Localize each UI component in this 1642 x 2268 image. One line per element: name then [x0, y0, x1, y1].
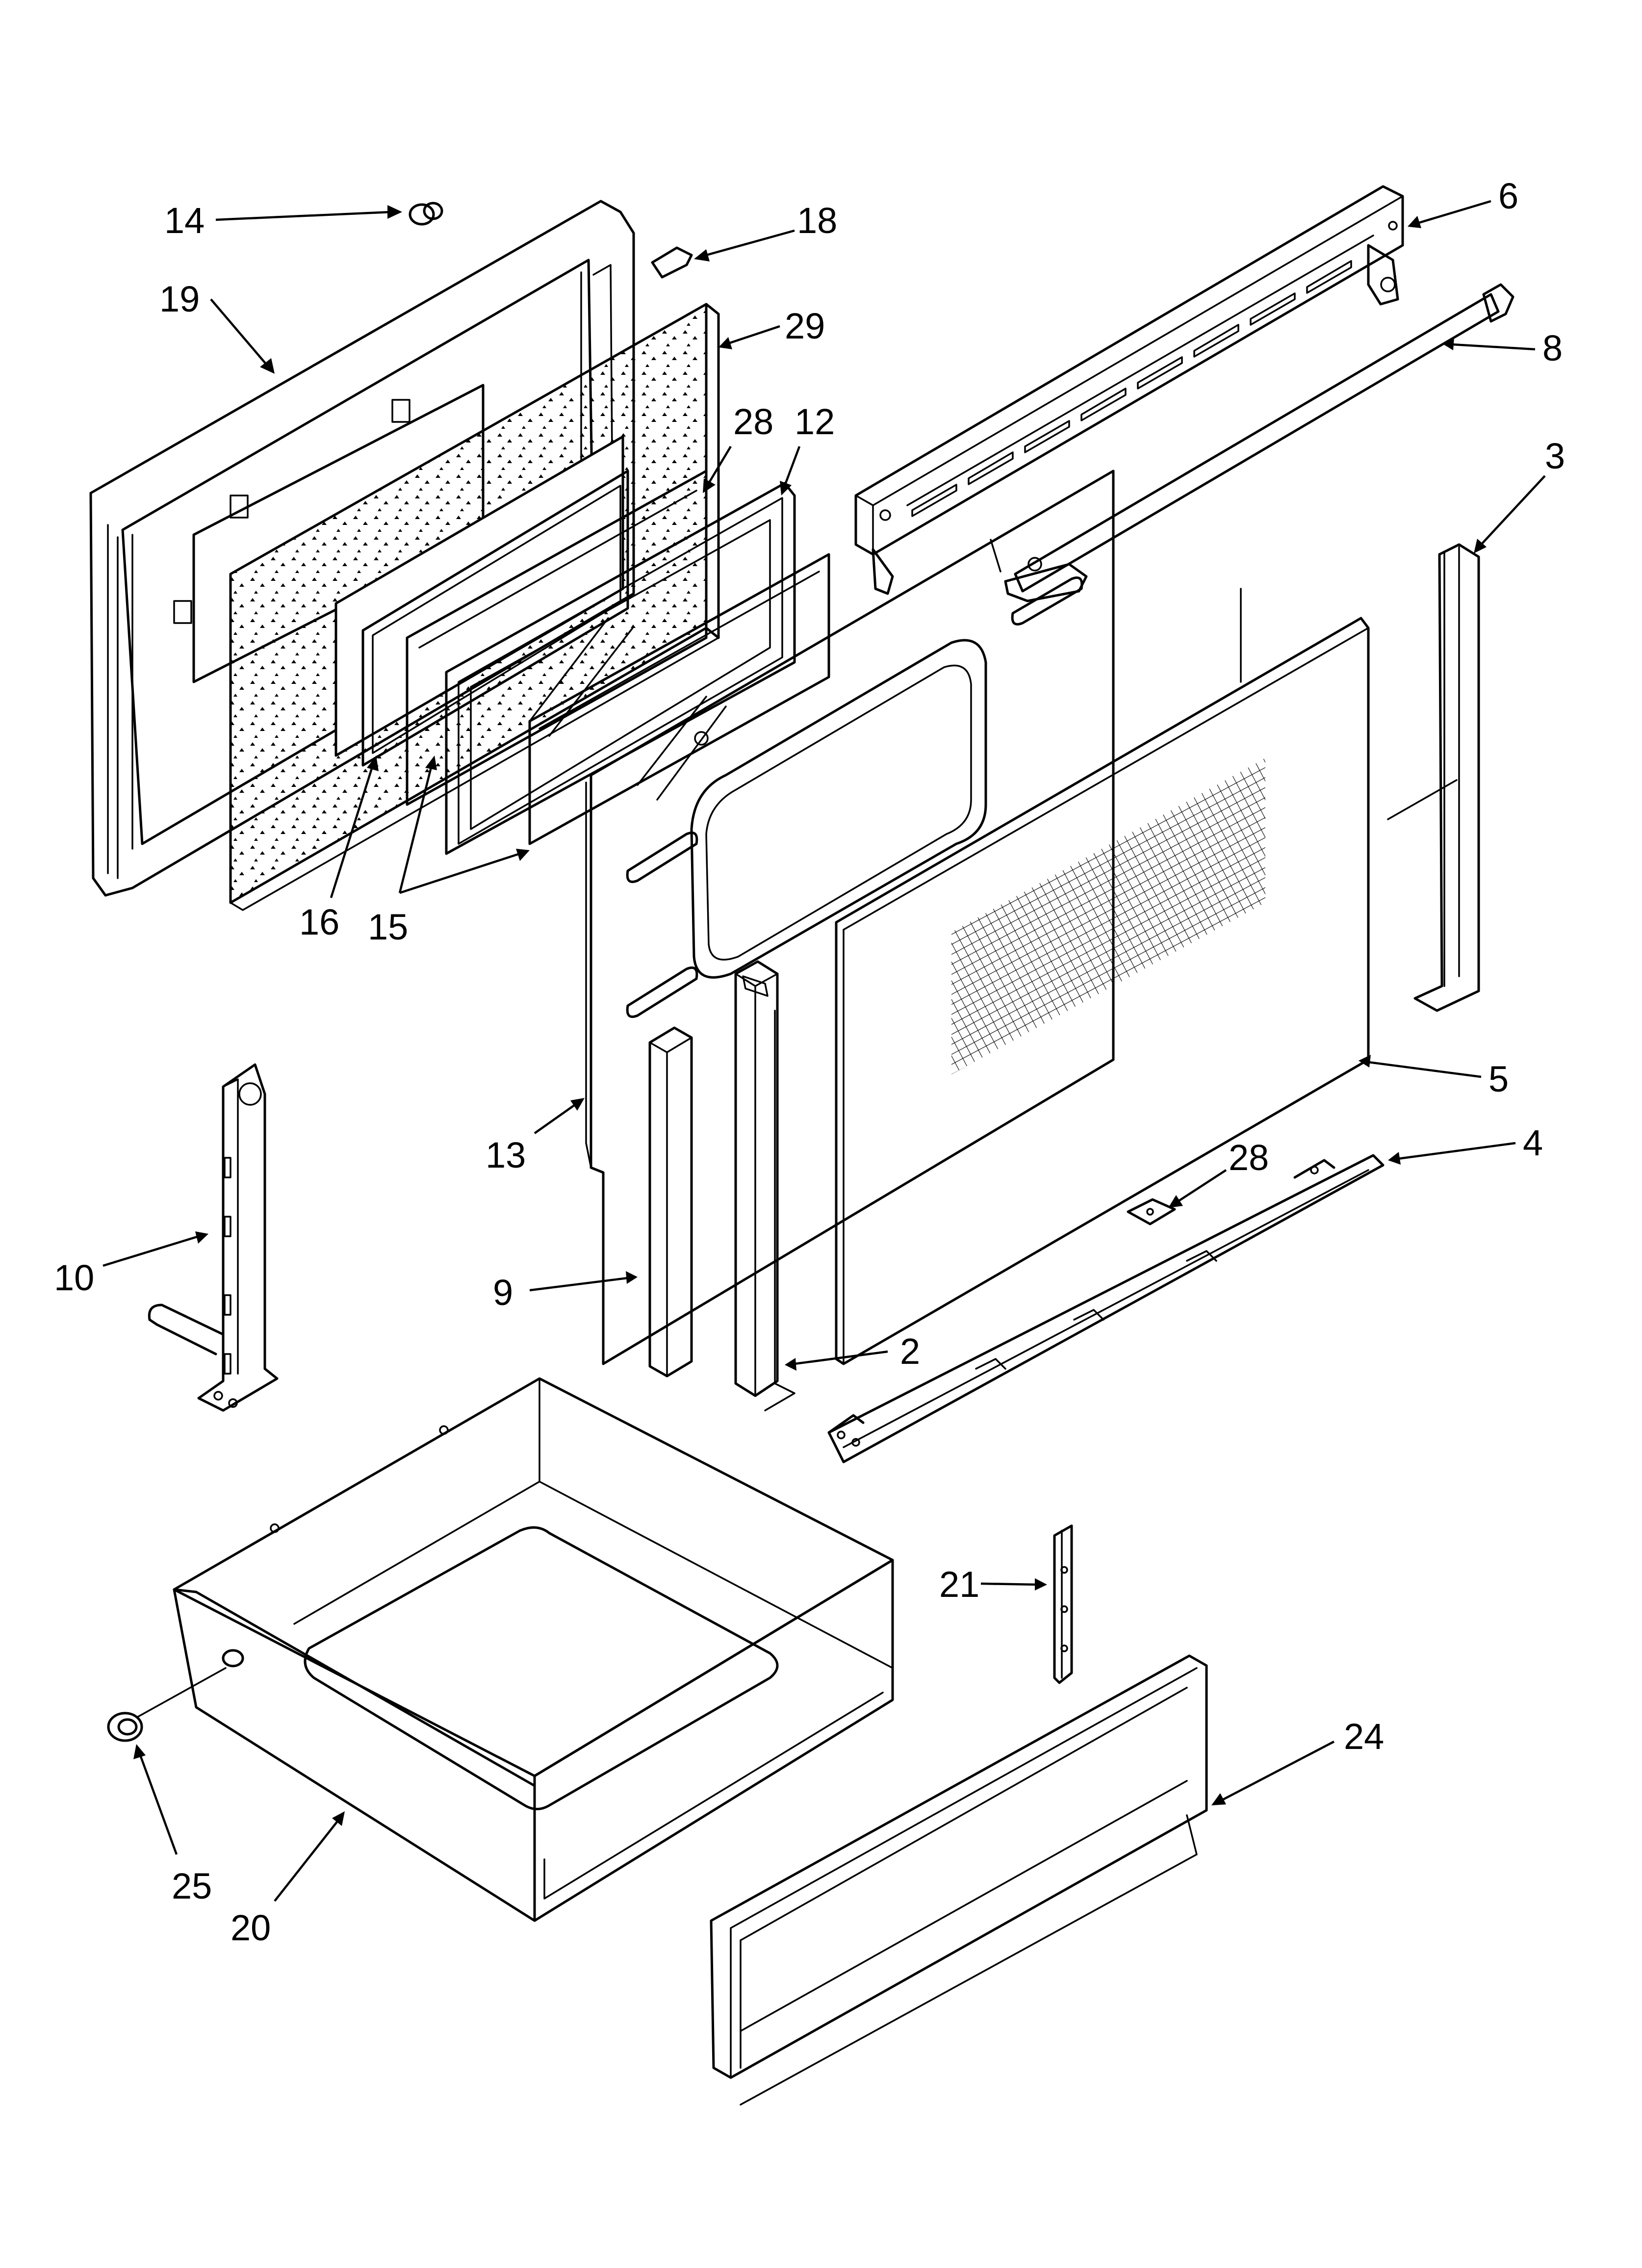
callout-24: 24 — [1344, 1716, 1384, 1757]
left-side-bracket — [148, 1063, 279, 1412]
callout-12: 12 — [795, 401, 835, 442]
callout-10: 10 — [54, 1257, 94, 1298]
callout-3: 3 — [1545, 436, 1565, 476]
window-mesh — [951, 758, 1265, 1074]
door-glass-outer — [528, 553, 830, 845]
door-bumper — [409, 202, 443, 226]
outer-door-panel — [835, 617, 1370, 1365]
door-liner — [585, 469, 1242, 1365]
door-insulation — [229, 303, 720, 911]
callout-labels: 14 18 19 29 28 12 16 15 6 8 3 5 4 28 13 … — [54, 176, 1565, 1948]
top-vent-trim — [854, 185, 1404, 595]
callout-14: 14 — [164, 200, 205, 241]
storage-drawer — [173, 1377, 894, 1922]
small-clip-lower — [1127, 1198, 1176, 1225]
callout-6: 6 — [1498, 176, 1518, 216]
drawer-front-panel — [710, 1654, 1208, 2106]
center-trim-strip — [734, 960, 795, 1411]
callout-16: 16 — [299, 902, 339, 942]
callout-19: 19 — [159, 279, 200, 319]
callout-8: 8 — [1542, 328, 1563, 368]
callout-15: 15 — [368, 907, 408, 947]
right-side-trim — [1387, 543, 1480, 1012]
callout-13: 13 — [486, 1135, 526, 1175]
door-glass-inner — [406, 469, 708, 806]
left-trim-strip — [648, 1026, 693, 1378]
callout-25: 25 — [172, 1866, 212, 1906]
drawer-slide-bracket — [1053, 1524, 1073, 1684]
callout-28-lower: 28 — [1229, 1137, 1269, 1178]
callout-2: 2 — [900, 1331, 920, 1372]
callout-4: 4 — [1523, 1122, 1543, 1163]
bottom-hinge-rail — [827, 1154, 1385, 1463]
callout-5: 5 — [1488, 1059, 1509, 1099]
callout-20: 20 — [231, 1907, 271, 1948]
hinge-clip — [651, 246, 693, 279]
vent-slots — [911, 260, 1352, 517]
callout-18: 18 — [797, 200, 837, 241]
drawer-bumper — [107, 1667, 227, 1742]
callout-21: 21 — [939, 1564, 979, 1605]
leader-lines — [103, 200, 1546, 1902]
callout-29: 29 — [785, 306, 825, 346]
door-glass-bracket — [445, 482, 796, 855]
callout-9: 9 — [493, 1272, 513, 1313]
callout-28-upper: 28 — [733, 401, 773, 442]
